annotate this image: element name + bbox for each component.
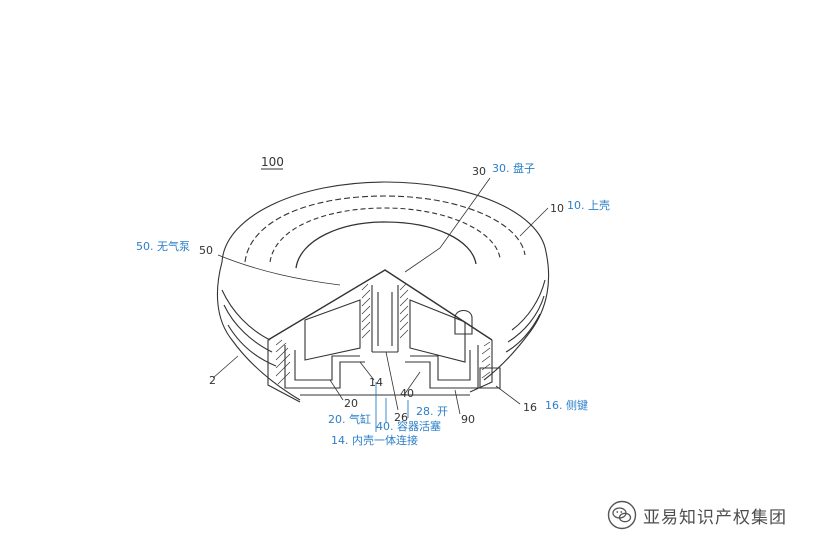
piston-column [371,285,399,353]
annotation-40: 40. 容器活塞 [376,420,441,433]
leader-10 [519,207,549,237]
annotation-14: 14. 内壳一体连接 [331,434,418,447]
right-wall-band-3 [505,313,541,353]
leader-20 [329,379,344,401]
side-key [479,367,501,389]
left-wall-band-1 [221,289,271,341]
part-number-10: 10 [550,202,564,215]
cylinder-left-inner [294,350,360,381]
part-number-30: 30 [472,165,486,178]
cylinder-right-inner [410,350,471,381]
annotation-connectors [375,382,409,432]
leader-16 [495,385,521,405]
right-wall-band-2 [507,295,545,343]
leader-14 [359,361,375,381]
part-number-90: 90 [461,413,475,426]
part-number-2: 2 [209,374,216,387]
left-wall-band-3 [227,324,277,367]
leader-26 [385,351,399,411]
cylinder-left [284,345,365,389]
part-number-20: 20 [344,397,358,410]
leader-50 [217,254,341,286]
leader-30 [404,177,491,273]
part-number-14: 14 [369,376,383,389]
annotation-50: 50. 无气泵 [136,240,190,253]
annotation-28: 28. 开 [416,405,448,418]
leader-lines [212,177,549,415]
valve-cap [454,309,473,335]
outer-rim [221,181,547,263]
annotation-20: 20. 气缸 [328,413,371,426]
piston-column-inner [377,292,393,346]
leader-2 [212,355,239,379]
chamber-left [304,299,361,361]
hatching [275,283,491,385]
chamber-right [409,299,466,363]
dish-ring [295,221,477,269]
inner-ring-1 [244,195,526,263]
part-number-16: 16 [523,401,537,414]
cylinder-right [405,345,479,389]
cut-left-edge [267,269,493,341]
left-wall-band-2 [223,304,273,353]
watermark-text: 亚易知识产权集团 [643,507,787,528]
leader-40 [403,371,421,396]
watermark: 亚易知识产权集团 [607,500,787,530]
ref-number-main: 100 [261,155,284,169]
left-wall-outer [216,261,301,401]
annotation-30: 30. 盘子 [492,162,535,175]
part-number-26: 26 [394,411,408,424]
cut-right-drop [469,340,493,393]
right-wall-band-1 [511,279,546,331]
annotation-10: 10. 上壳 [567,199,610,212]
part-number-40: 40 [400,387,414,400]
wechat-icon [607,500,637,530]
part-number-50: 50 [199,244,213,257]
inner-ring-2 [269,207,501,263]
leader-90 [454,389,461,415]
cut-left-drop [267,340,301,403]
annotation-16: 16. 侧键 [545,399,588,412]
